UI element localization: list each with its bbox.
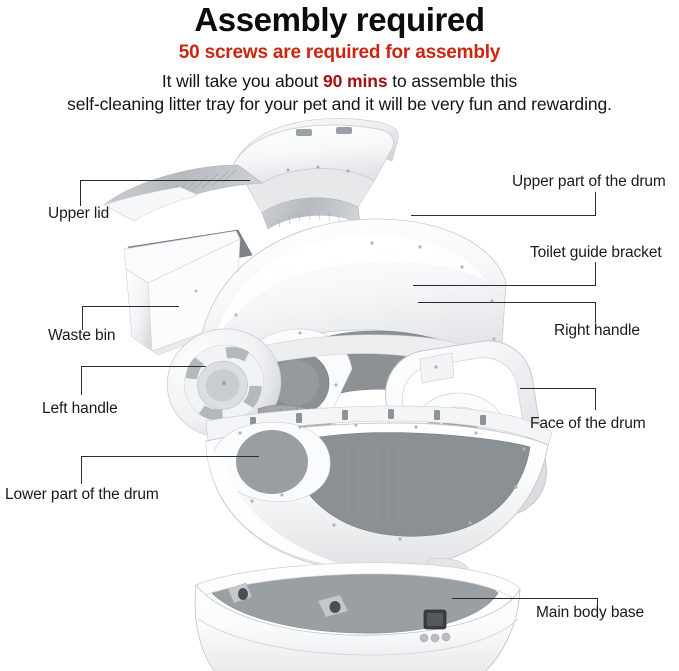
callout-label-left-handle: Left handle: [42, 400, 118, 417]
callout-label-main-body-base: Main body base: [536, 604, 645, 621]
leader-line-upper-lid-vertical: [80, 180, 81, 206]
callout-face-of-the-drum: Face of the drum: [530, 415, 646, 433]
leader-line-main-body-base-vertical: [597, 598, 598, 618]
leader-line-lower-part-vertical: [81, 456, 82, 484]
callout-label-waste-bin: Waste bin: [48, 327, 116, 344]
leader-line-waste-bin-vertical: [82, 306, 83, 330]
callout-label-upper-part-of-the-drum: Upper part of the drum: [512, 173, 666, 190]
part-main-body-base: [194, 562, 521, 671]
callout-label-upper-lid: Upper lid: [48, 205, 110, 222]
callout-upper-part-of-the-drum: Upper part of the drum: [512, 173, 666, 191]
callout-left-handle: Left handle: [42, 400, 118, 418]
part-lower-part-of-the-drum: [205, 405, 553, 599]
callout-main-body-base: Main body base: [536, 604, 644, 622]
leader-line-waste-bin-horizontal: [82, 306, 179, 307]
exploded-view-illustration: [0, 115, 679, 671]
leader-line-main-body-base-horizontal: [452, 598, 598, 599]
callout-upper-lid: Upper lid: [48, 205, 109, 223]
callout-label-right-handle: Right handle: [554, 322, 640, 339]
leader-line-toilet-guide-vertical: [595, 262, 596, 286]
callout-label-toilet-guide-bracket: Toilet guide bracket: [530, 244, 662, 261]
callout-lower-part-of-the-drum: Lower part of the drum: [5, 486, 159, 504]
callout-label-face-of-the-drum: Face of the drum: [530, 415, 646, 432]
description-line-1-prefix: It will take you about: [161, 71, 323, 91]
subtitle-screw-count: 50 screws are required for assembly: [178, 42, 501, 63]
leader-line-face-drum-vertical: [595, 388, 596, 410]
leader-line-right-handle-horizontal: [418, 302, 596, 303]
leader-line-left-handle-vertical: [81, 366, 82, 395]
page-title: Assembly required: [194, 1, 485, 38]
description-line-1-suffix: to assemble this: [387, 71, 518, 91]
leader-line-upper-part-drum-horizontal: [411, 215, 596, 216]
leader-line-right-handle-vertical: [595, 302, 596, 323]
base-control-buttons: [419, 632, 451, 643]
callout-waste-bin: Waste bin: [48, 327, 116, 345]
leader-line-toilet-guide-horizontal: [413, 285, 596, 286]
callout-toilet-guide-bracket: Toilet guide bracket: [530, 244, 662, 262]
leader-line-upper-lid-horizontal: [80, 180, 250, 181]
callout-right-handle: Right handle: [554, 322, 640, 340]
leader-line-left-handle-horizontal: [81, 366, 206, 367]
duration-highlight: 90 mins: [323, 71, 388, 91]
product-exploded-diagram: [103, 118, 553, 671]
leader-line-upper-part-drum-vertical: [595, 192, 596, 216]
leader-line-face-drum-horizontal: [520, 388, 596, 389]
callout-label-lower-part-of-the-drum: Lower part of the drum: [5, 486, 159, 503]
header-block: Assembly required 50 screws are required…: [0, 0, 679, 116]
description-line-1: It will take you about 90 mins to assemb…: [0, 70, 679, 93]
part-upper-lid: [103, 118, 399, 230]
part-left-handle: [166, 328, 282, 438]
description-line-2: self-cleaning litter tray for your pet a…: [67, 94, 612, 114]
leader-line-lower-part-horizontal: [81, 456, 259, 457]
